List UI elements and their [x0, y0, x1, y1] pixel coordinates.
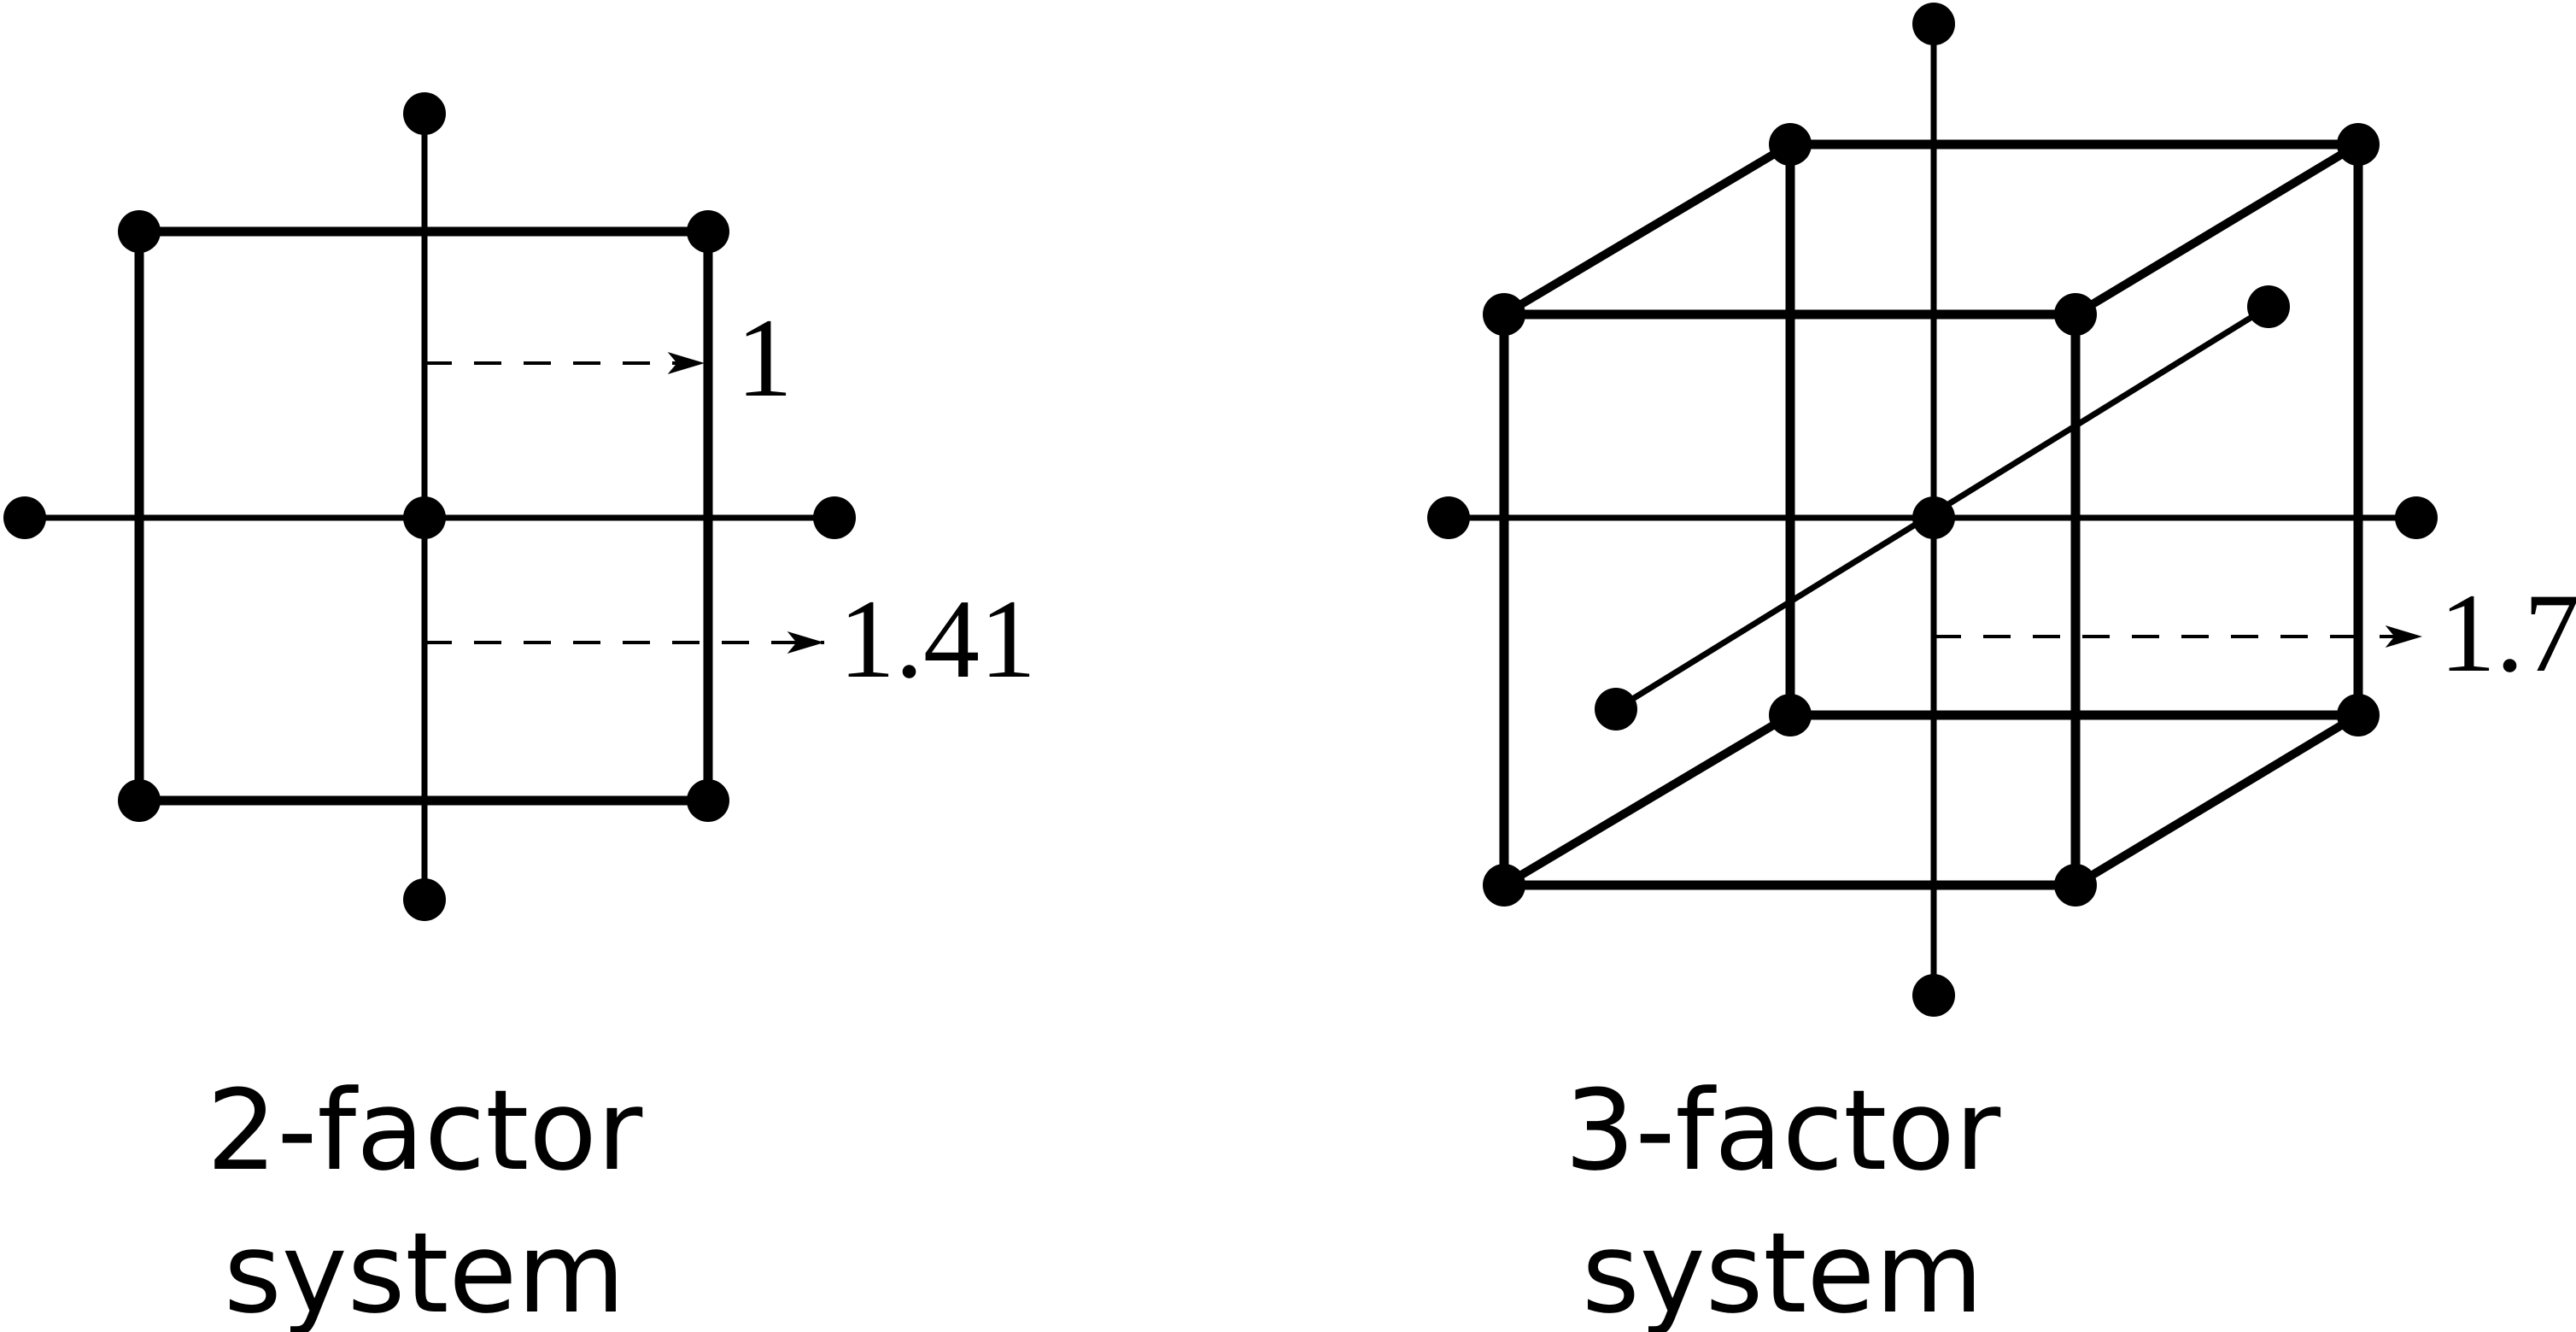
- axial-point: [1595, 688, 1637, 731]
- cube-edge: [2073, 140, 2361, 319]
- corner-point: [687, 210, 729, 253]
- corner-point: [1769, 694, 1812, 736]
- caption-line-2: system: [224, 1208, 625, 1332]
- corner-point: [2054, 293, 2097, 336]
- cube-front-face: [1499, 309, 2081, 890]
- corner-point: [118, 210, 161, 253]
- caption-line-2: system: [1582, 1208, 1983, 1332]
- axial-point: [813, 496, 856, 539]
- corner-point: [2337, 123, 2380, 166]
- corner-point: [118, 779, 161, 822]
- cube-edge: [1502, 711, 1793, 889]
- axial-point: [1427, 496, 1470, 539]
- distance-label-1-41: 1.41: [839, 576, 1036, 701]
- corner-point: [2337, 694, 2380, 736]
- corner-point: [687, 779, 729, 822]
- axial-point: [403, 92, 446, 135]
- center-point: [403, 496, 446, 539]
- axial-point: [2247, 285, 2290, 328]
- distance-label-1: 1: [736, 295, 793, 420]
- axial-point: [1912, 3, 1955, 45]
- caption-line-1: 2-factor: [207, 1065, 643, 1195]
- axial-point: [3, 496, 46, 539]
- corner-point: [1483, 293, 1525, 336]
- axial-point: [403, 878, 446, 921]
- center-point: [1912, 496, 1955, 539]
- corner-point: [1769, 123, 1812, 166]
- corner-point: [2054, 864, 2097, 907]
- corner-point: [1483, 864, 1525, 907]
- axial-point: [1912, 974, 1955, 1017]
- cube-edge: [1502, 140, 1793, 319]
- caption-line-1: 3-factor: [1565, 1065, 2001, 1195]
- three-factor-design: 1.7 3-factor system: [1427, 3, 2576, 1332]
- distance-label-1-7: 1.7: [2439, 570, 2576, 695]
- two-factor-design: 1 1.41 2-factor system: [3, 92, 1036, 1332]
- axial-point: [2395, 496, 2438, 539]
- cube-edge: [2073, 711, 2361, 889]
